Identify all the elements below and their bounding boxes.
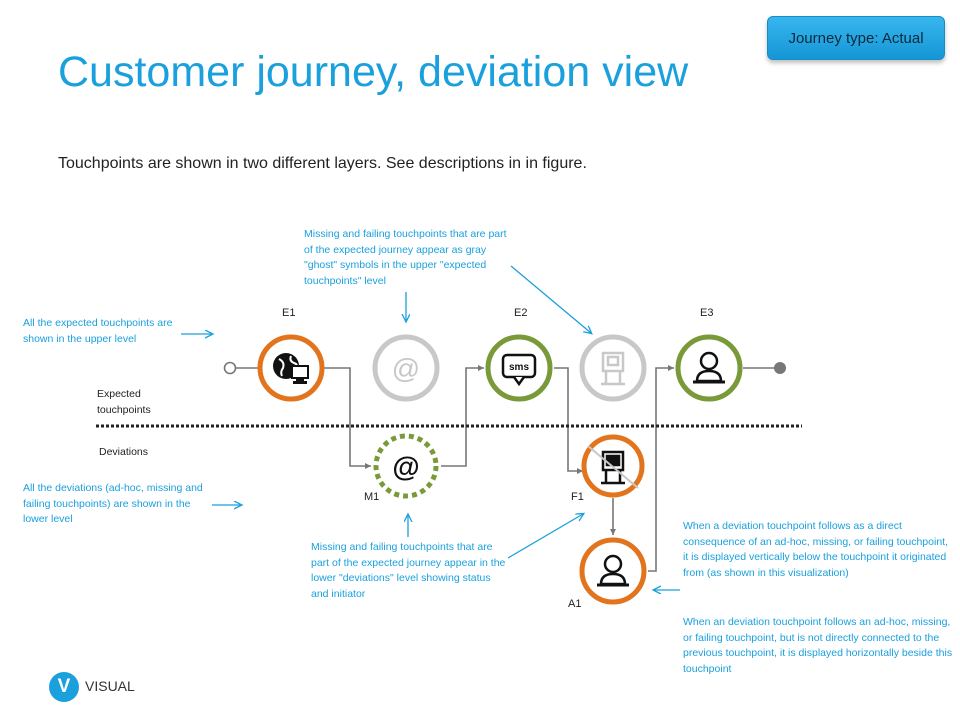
kiosk-icon (601, 450, 625, 485)
flow-connectors (236, 365, 775, 572)
connector-a1-e3 (648, 365, 674, 572)
sms-bubble-icon: sms (501, 353, 537, 387)
visual-logo-icon: V (49, 672, 79, 702)
person-icon (693, 351, 725, 384)
ghost-touchpoint-kiosk[interactable] (579, 334, 647, 402)
node-label-a1: A1 (568, 598, 581, 610)
connector-m1-e2 (441, 365, 484, 467)
node-label-e1: E1 (282, 307, 295, 319)
journey-start-marker (223, 361, 237, 375)
touchpoint-e1[interactable] (257, 334, 325, 402)
touchpoint-e3[interactable] (675, 334, 743, 402)
node-label-f1: F1 (571, 491, 584, 503)
email-icon: @ (392, 451, 419, 482)
page-title: Customer journey, deviation view (58, 48, 689, 96)
journey-type-badge[interactable]: Journey type: Actual (767, 16, 945, 60)
connector-e2-f1 (554, 367, 583, 474)
web-globe-icon (273, 353, 309, 384)
logo-text: VISUAL (85, 678, 135, 694)
annotation-arrows (181, 265, 680, 590)
node-label-e2: E2 (514, 307, 527, 319)
arrow-deviation-f1 (507, 514, 583, 559)
annotation-upper-level: All the expected touchpoints are shown i… (23, 317, 173, 345)
failed-cross-mark (587, 445, 639, 489)
annotation-vertical-rule: When a deviation touchpoint follows as a… (683, 520, 948, 579)
ghost-touchpoint-email[interactable]: @ (372, 334, 440, 402)
ghost-kiosk-icon (601, 351, 625, 386)
touchpoint-f1[interactable] (581, 434, 645, 498)
touchpoint-e2[interactable]: sms (485, 334, 553, 402)
journey-end-marker (774, 362, 786, 374)
layer-label-deviations: Deviations (99, 446, 148, 458)
node-label-e3: E3 (700, 307, 713, 319)
arrow-ghost-kiosk (510, 265, 591, 333)
annotation-horizontal-rule: When an deviation touchpoint follows an … (683, 616, 953, 675)
layer-label-expected-line1: Expected (97, 388, 141, 400)
annotation-lower-level: All the deviations (ad-hoc, missing and … (23, 482, 203, 525)
touchpoint-a1[interactable] (579, 537, 647, 605)
person-icon (597, 554, 629, 587)
node-label-m1: M1 (364, 491, 379, 503)
sms-icon-label: sms (509, 362, 529, 373)
touchpoint-m1[interactable]: @ (373, 433, 439, 499)
layer-label-expected-line2: touchpoints (97, 404, 151, 416)
page-subtitle: Touchpoints are shown in two different l… (58, 155, 587, 172)
connector-e1-m1 (322, 367, 371, 469)
annotation-ghost-symbols: Missing and failing touchpoints that are… (304, 228, 507, 287)
annotation-deviation-status: Missing and failing touchpoints that are… (311, 541, 506, 600)
ghost-email-icon: @ (392, 353, 420, 384)
